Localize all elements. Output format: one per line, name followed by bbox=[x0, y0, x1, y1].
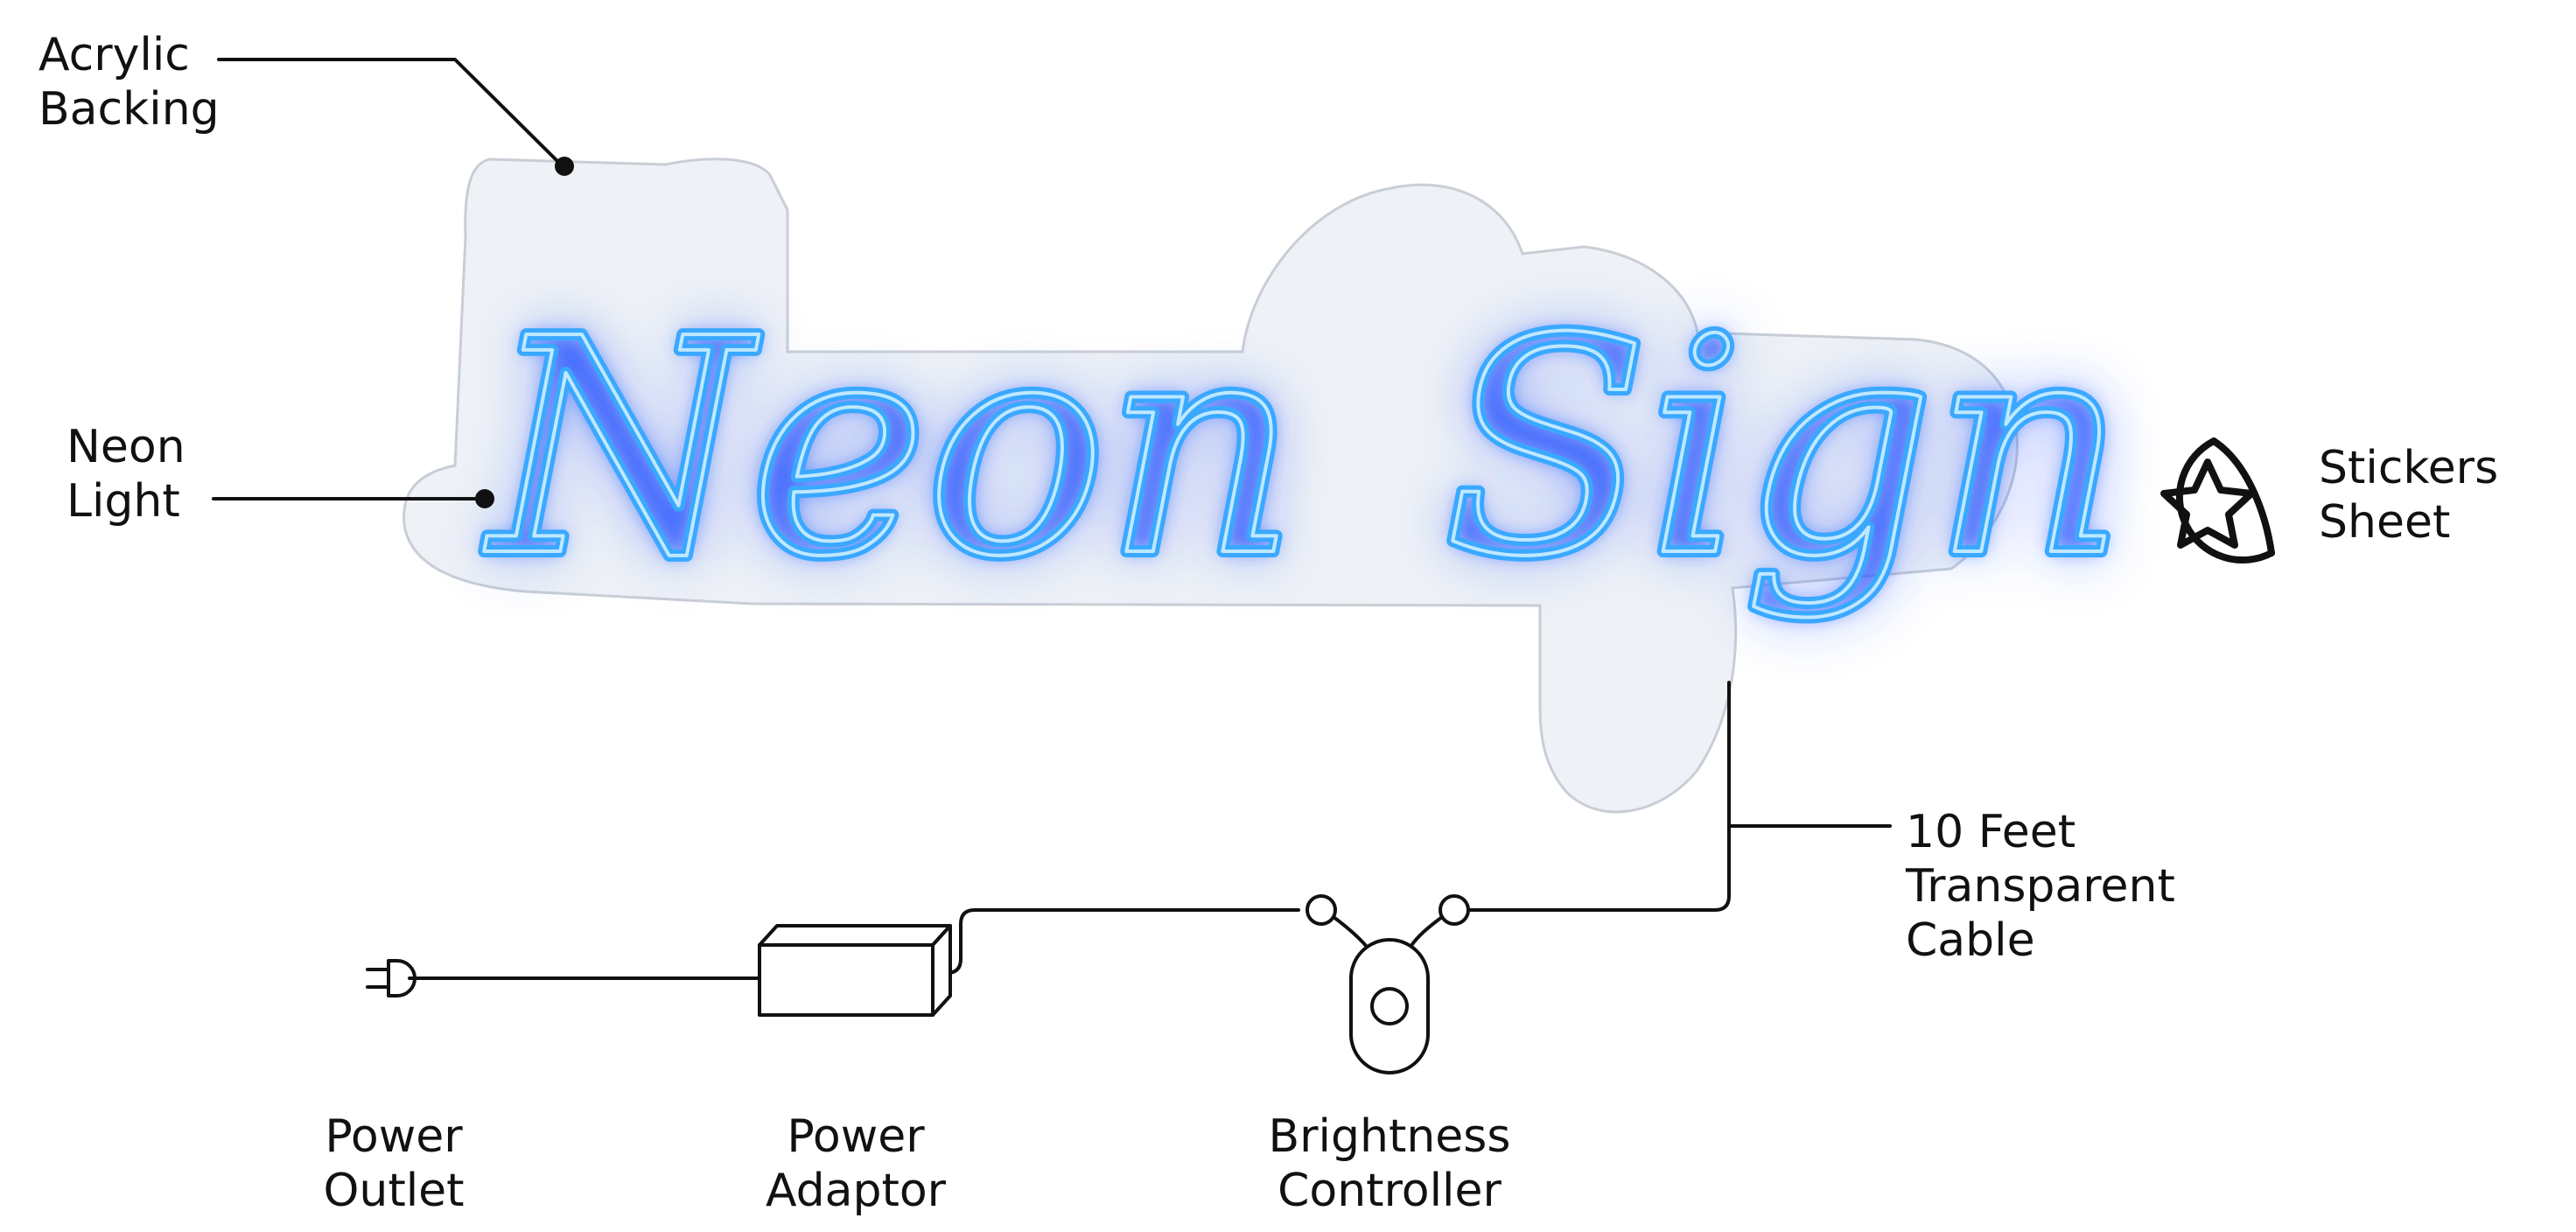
acrylic-backing-label-line2: Backing bbox=[38, 83, 220, 136]
svg-text:Neon Sign: Neon Sign bbox=[480, 276, 2124, 622]
brightness-controller-label-line2: Controller bbox=[1278, 1165, 1502, 1217]
acrylic-backing-callout: Acrylic Backing bbox=[38, 29, 574, 176]
svg-text:Neon Sign: Neon Sign bbox=[480, 276, 2124, 622]
power-adaptor-callout: Power Adaptor bbox=[766, 1110, 947, 1217]
svg-text:Neon Sign: Neon Sign bbox=[480, 276, 2124, 622]
power-adaptor-icon bbox=[758, 924, 952, 1017]
neon-word-1-core: Neon bbox=[480, 276, 1297, 622]
neon-light-text: Neon Sign Neon Sign Neon Sign Neon Sign bbox=[474, 270, 2131, 628]
svg-text:Neon Sign: Neon Sign bbox=[480, 276, 2124, 622]
neon-word-1-halo: Neon bbox=[480, 276, 1297, 622]
acrylic-backing-label-line1: Acrylic bbox=[38, 29, 190, 81]
cable-label-line3: Cable bbox=[1906, 914, 2035, 967]
stickers-sheet-callout: Stickers Sheet bbox=[2160, 438, 2498, 564]
power-outlet-label-line2: Outlet bbox=[323, 1165, 464, 1217]
cable-controller-to-adaptor bbox=[931, 908, 1300, 975]
star-sticker-icon bbox=[2160, 438, 2275, 564]
acrylic-backing-leader bbox=[217, 58, 564, 168]
acrylic-backing bbox=[402, 158, 2019, 814]
power-adaptor-label-line1: Power bbox=[787, 1110, 925, 1163]
neon-light-label-line2: Light bbox=[66, 475, 180, 528]
brightness-controller-callout: Brightness Controller bbox=[1269, 1110, 1511, 1217]
neon-word-1: Neon bbox=[480, 276, 1297, 622]
dimmer-controller-icon bbox=[1306, 894, 1470, 1074]
stickers-sheet-label-line1: Stickers bbox=[2319, 442, 2498, 494]
neon-light-dot bbox=[475, 489, 494, 508]
neon-word-2-halo: Sign bbox=[1444, 276, 2124, 622]
brightness-controller-label-line1: Brightness bbox=[1269, 1110, 1511, 1163]
power-outlet-callout: Power Outlet bbox=[323, 1110, 464, 1217]
cable-label-line2: Transparent bbox=[1905, 860, 2175, 913]
cable-callout: 10 Feet Transparent Cable bbox=[1905, 806, 2175, 967]
transparent-cable bbox=[408, 681, 1892, 980]
stickers-sheet-label-line2: Sheet bbox=[2319, 496, 2450, 549]
neon-word-1-glow: Neon bbox=[480, 276, 1297, 622]
power-outlet-label-line1: Power bbox=[325, 1110, 463, 1163]
neon-word-2: Sign bbox=[1444, 276, 2124, 622]
neon-word-2-core: Sign bbox=[1444, 276, 2124, 622]
neon-light-label-line1: Neon bbox=[66, 421, 186, 473]
cable-from-sign bbox=[1468, 681, 1731, 912]
power-adaptor-label-line2: Adaptor bbox=[766, 1165, 947, 1217]
acrylic-backing-dot bbox=[555, 157, 574, 176]
power-plug-icon bbox=[366, 959, 416, 998]
cable-label-line1: 10 Feet bbox=[1906, 806, 2076, 858]
neon-light-callout: Neon Light bbox=[66, 421, 494, 528]
neon-word-2-glow: Sign bbox=[1444, 276, 2124, 622]
